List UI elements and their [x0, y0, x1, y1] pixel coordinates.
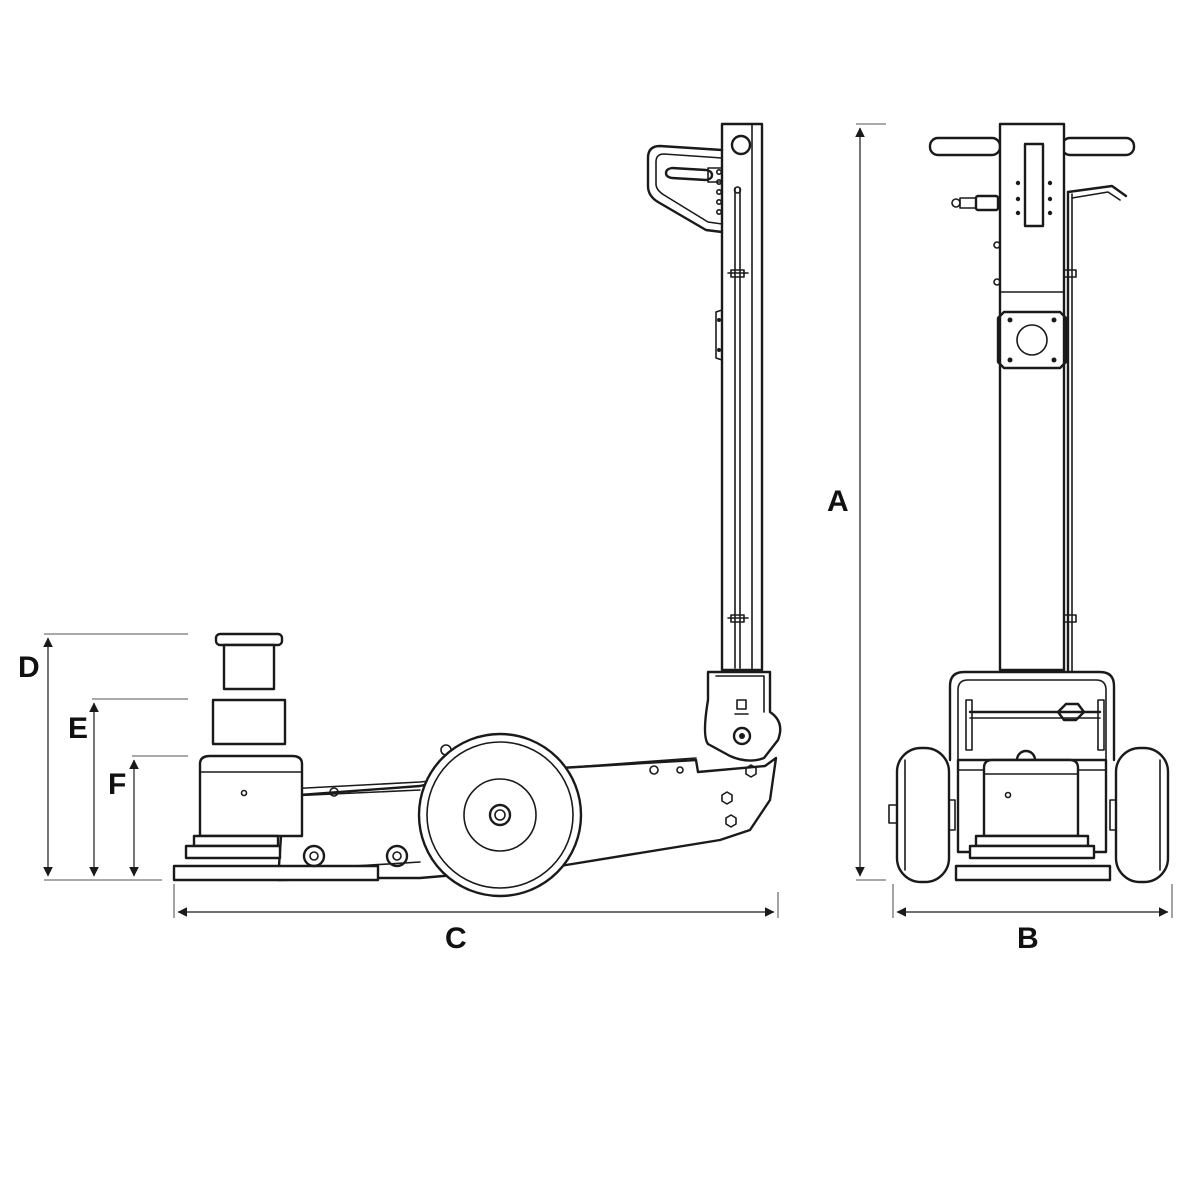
front-view	[888, 122, 1170, 884]
label-c: C	[445, 922, 467, 955]
front-air-fitting	[951, 194, 1000, 212]
label-e: E	[68, 712, 88, 745]
side-handle-mast	[715, 122, 764, 672]
dimensions: A B C D E F	[18, 123, 1173, 955]
front-t-handle	[928, 136, 1136, 157]
side-view	[172, 122, 782, 898]
front-mast	[993, 122, 1068, 672]
mast-ratchet	[715, 169, 722, 216]
front-wheel-left	[888, 746, 956, 884]
label-b: B	[1017, 922, 1039, 955]
label-a: A	[827, 485, 849, 518]
side-base-plate	[172, 844, 409, 882]
front-frame-yoke	[948, 670, 1116, 771]
side-pivot-block	[703, 670, 782, 762]
front-hook-rod	[1063, 184, 1128, 674]
label-f: F	[108, 768, 126, 801]
side-hand-grip	[646, 144, 724, 234]
front-body	[954, 758, 1112, 882]
front-wheel-right	[1109, 746, 1170, 884]
side-wheel	[417, 732, 583, 898]
side-lift-cylinder	[184, 632, 304, 860]
label-d: D	[18, 651, 40, 684]
